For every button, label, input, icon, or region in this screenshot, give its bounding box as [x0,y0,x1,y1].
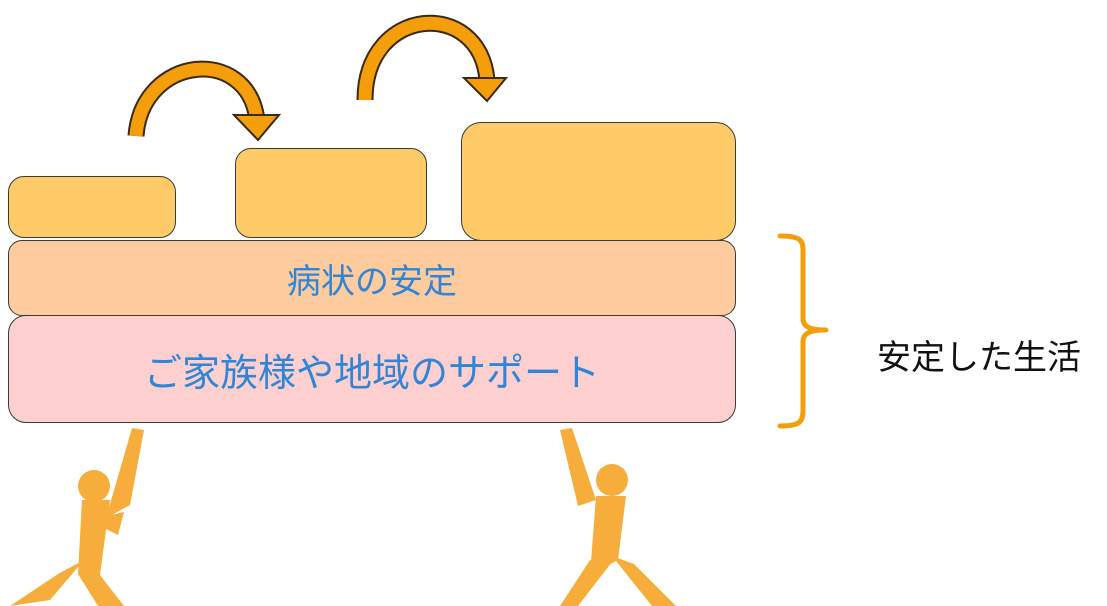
stability-layer-label: 病状の安定 [287,261,457,302]
block-small [8,176,176,238]
block-large [461,122,736,241]
stability-layer: 病状の安定 [8,240,736,316]
right-brace-icon [777,233,829,429]
lifting-person-icon [560,428,676,606]
support-layer: ご家族様や地域のサポート [8,315,736,423]
block-medium [235,148,427,238]
lifting-person-icon [10,428,144,606]
curved-arrow-icon [356,14,509,103]
result-label: 安定した生活 [877,338,1081,378]
support-layer-label: ご家族様や地域のサポート [143,350,600,395]
curved-arrow-icon [127,60,282,142]
